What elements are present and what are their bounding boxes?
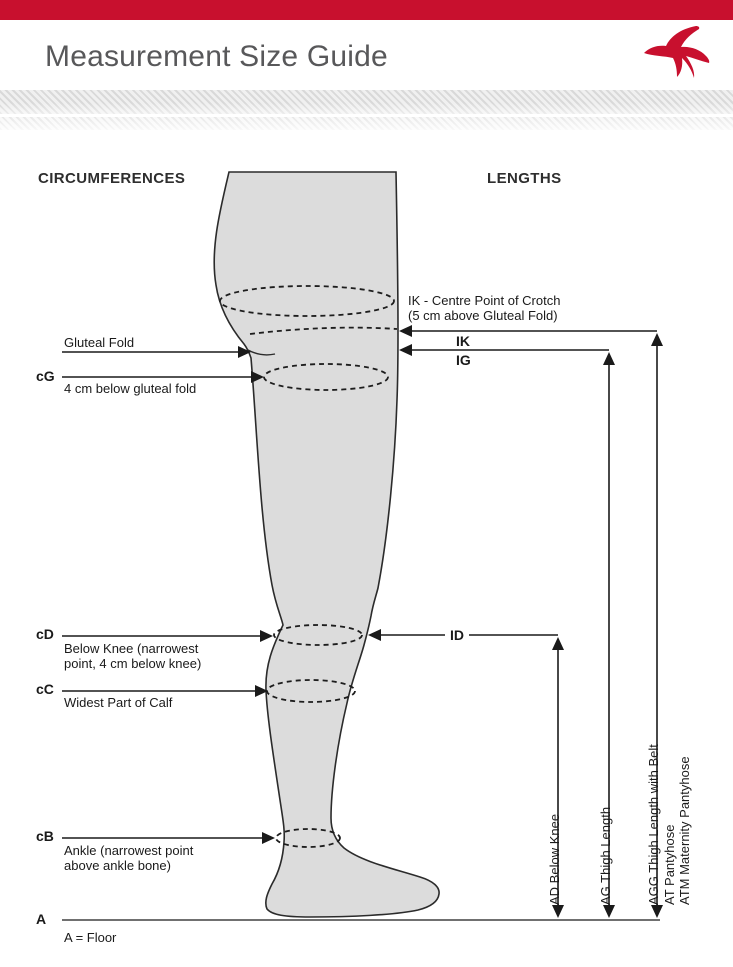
ig-arrow [399, 344, 609, 356]
cc-arrow [62, 685, 268, 697]
ik-label: IK [456, 333, 470, 349]
gluteal-fold-arrow [62, 346, 251, 358]
cc-desc: Widest Part of Calf [64, 695, 173, 710]
ad-below-knee-label: AD Below Knee [547, 813, 562, 905]
header-texture-band-bottom [0, 117, 733, 130]
circumference-arrows [62, 346, 660, 921]
cg-arrow [62, 371, 264, 383]
leg-illustration [213, 171, 440, 918]
cb-dashed-ellipse [275, 828, 341, 848]
ig-label: IG [456, 352, 471, 368]
swallow-bird-logo-icon [644, 26, 710, 78]
gluteal-crease-line [247, 349, 276, 356]
page-title: Measurement Size Guide [45, 40, 388, 73]
cb-desc-line-2: above ankle bone) [64, 858, 171, 873]
a-floor-desc: A = Floor [64, 930, 117, 945]
crotch-dashed-line [249, 326, 398, 335]
cb-desc-line-1: Ankle (narrowest point [64, 843, 194, 858]
ik-note-line-1: IK - Centre Point of Crotch [408, 293, 561, 308]
lengths-heading: LENGTHS [487, 170, 562, 187]
cb-arrow [62, 832, 275, 844]
cd-code: cD [36, 626, 54, 642]
cb-code: cB [36, 828, 54, 844]
a-floor-code: A [36, 911, 47, 927]
gluteal-fold-label: Gluteal Fold [64, 335, 135, 350]
cg-desc: 4 cm below gluteal fold [64, 381, 197, 396]
cd-arrow [62, 630, 273, 642]
length-arrows [368, 325, 663, 918]
top-red-bar [0, 0, 733, 20]
id-label: ID [445, 627, 469, 643]
agg-vertical-arrow [651, 333, 663, 918]
cc-code: cC [36, 681, 54, 697]
hip-dashed-ellipse [219, 285, 395, 317]
agg-thigh-length-with-belt-label: AGG Thigh Length with Belt [646, 744, 661, 905]
circumferences-heading: CIRCUMFERENCES [38, 170, 186, 187]
cd-dashed-ellipse [273, 624, 363, 646]
cd-desc-line-1: Below Knee (narrowest [64, 641, 199, 656]
ag-vertical-arrow [603, 352, 615, 918]
header-texture-band-top [0, 90, 733, 114]
ag-thigh-length-label: AG Thigh Length [598, 806, 613, 905]
ad-vertical-arrow [552, 637, 564, 918]
id-arrow [368, 629, 558, 641]
cd-desc-line-2: point, 4 cm below knee) [64, 656, 202, 671]
atm-maternity-pantyhose-label: ATM Maternity Pantyhose [677, 756, 692, 905]
ik-note-line-2: (5 cm above Gluteal Fold) [408, 308, 558, 323]
cg-code: cG [36, 368, 55, 384]
ik-arrow [399, 325, 657, 337]
